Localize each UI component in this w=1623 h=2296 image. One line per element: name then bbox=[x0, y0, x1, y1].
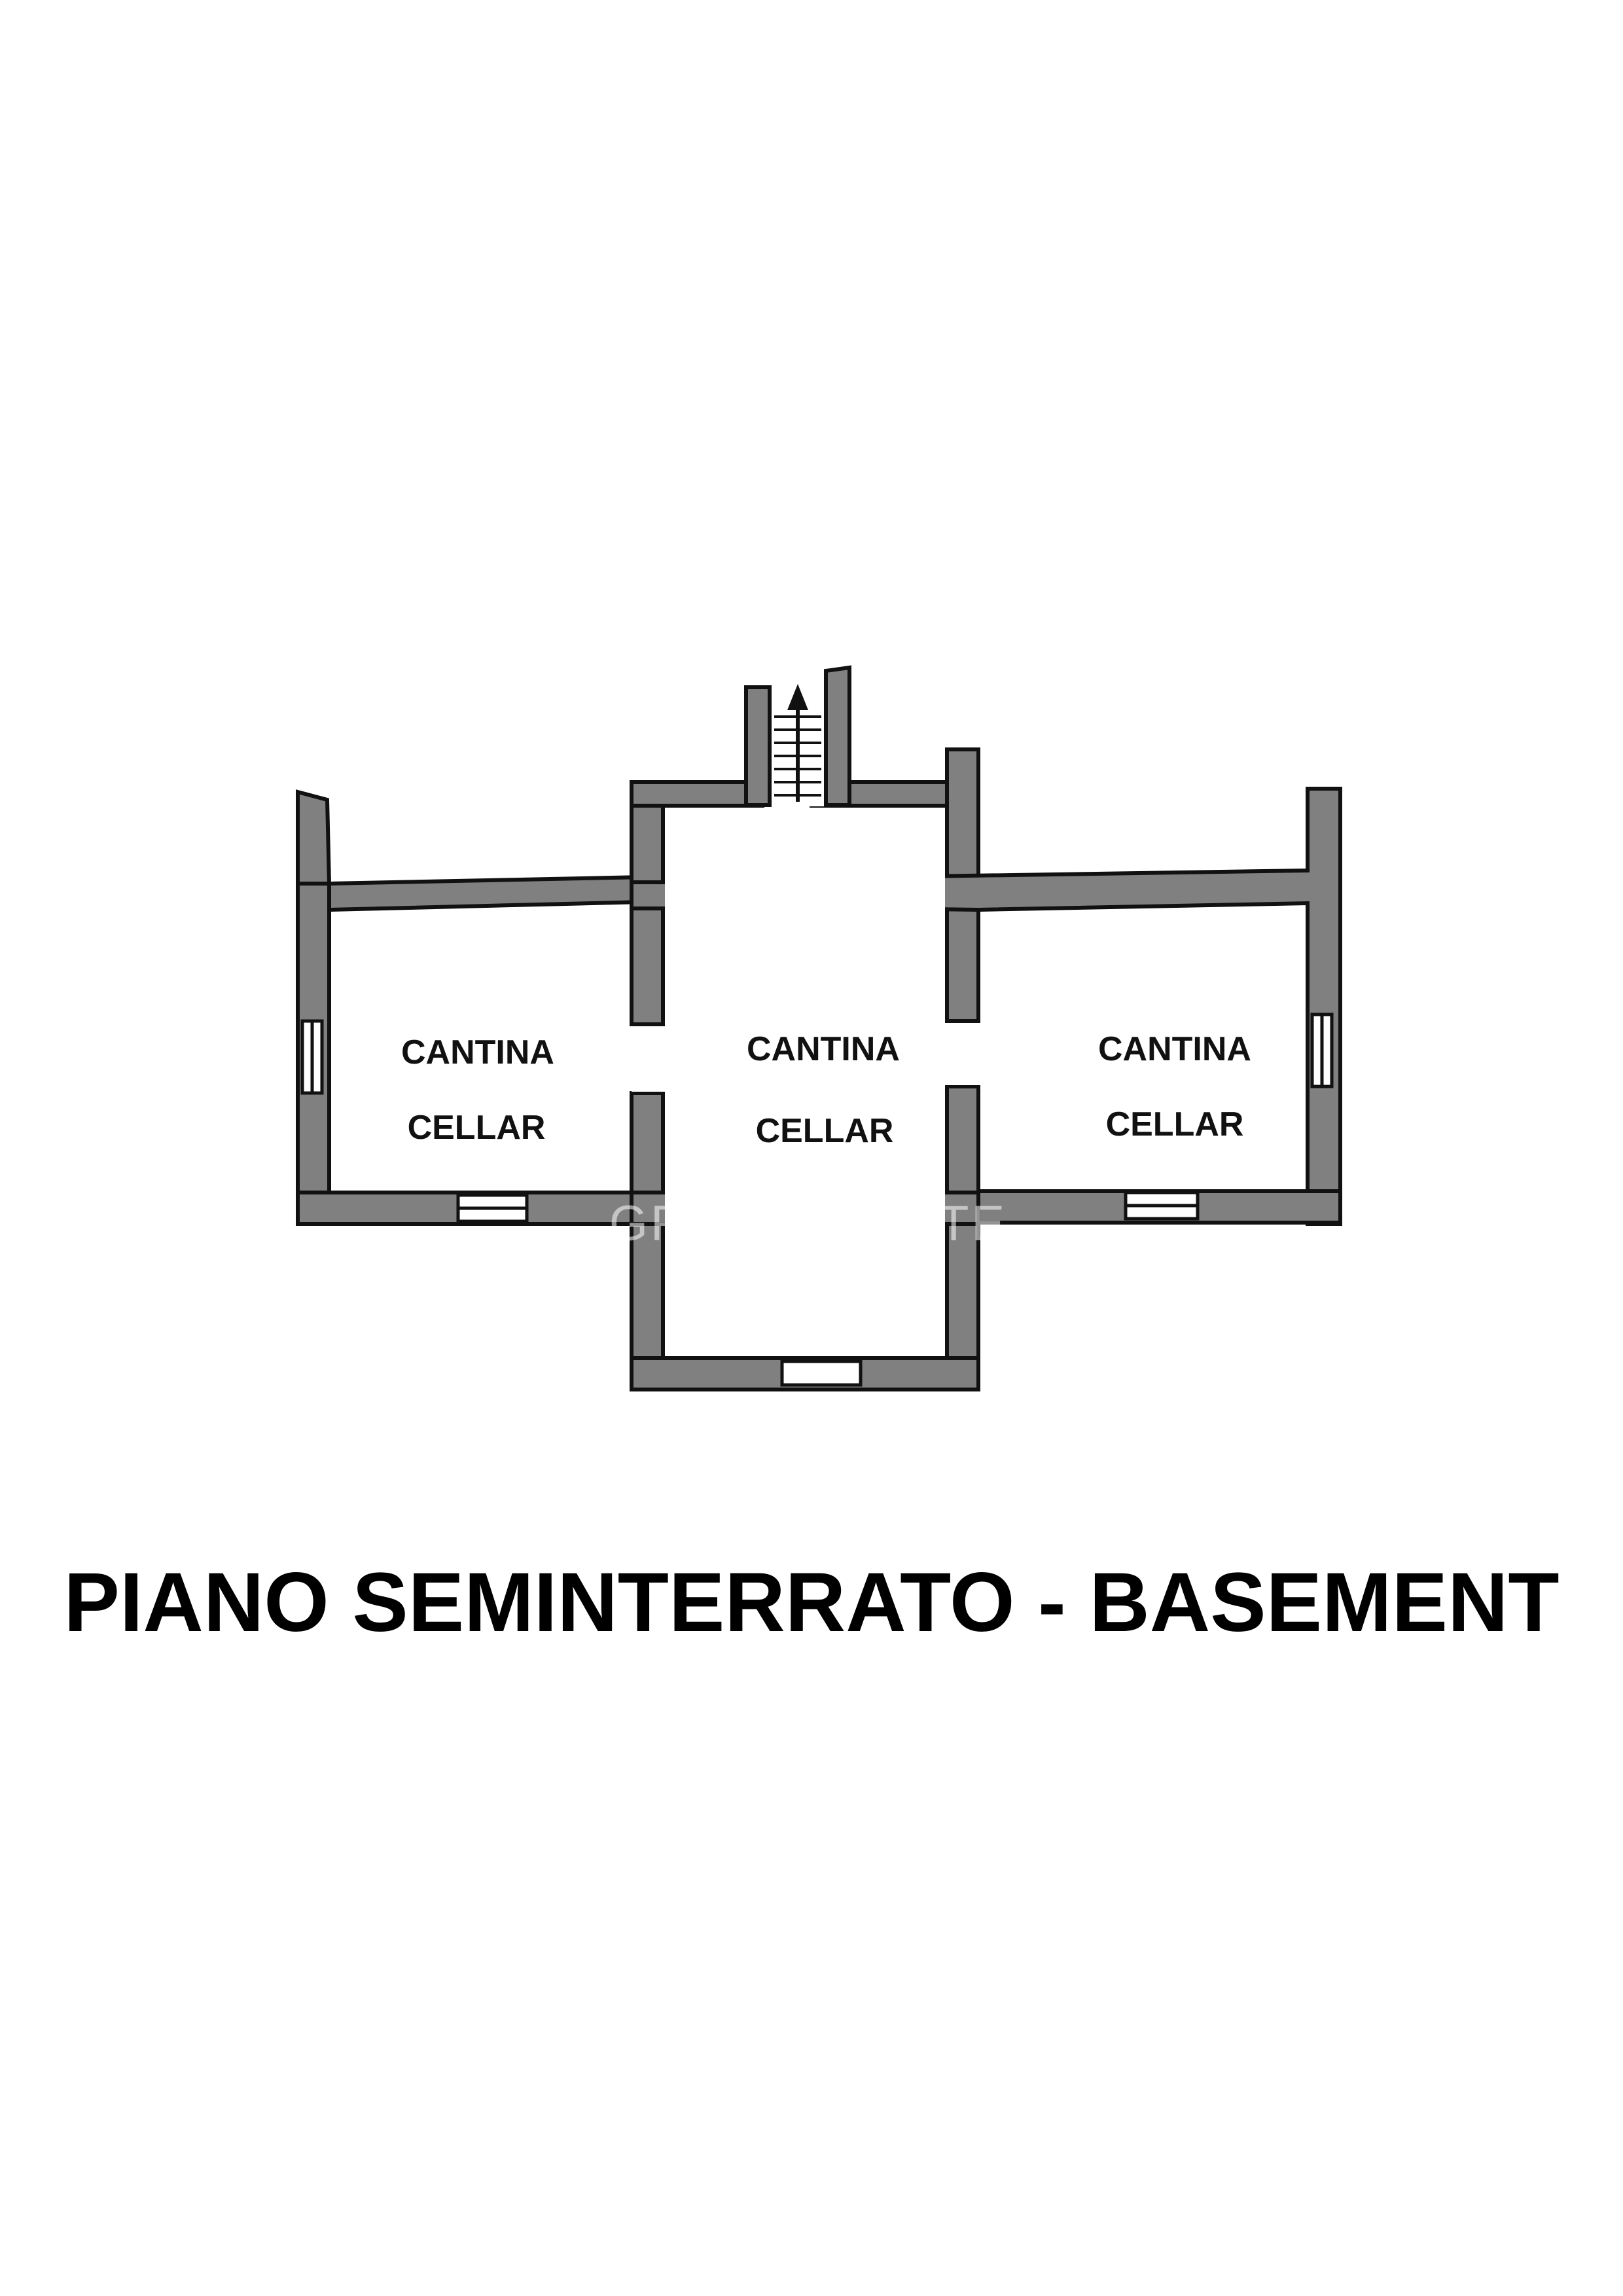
room-floors bbox=[331, 687, 1306, 1356]
wall-stair-left bbox=[744, 685, 772, 807]
watermark: GREAT ESTATE bbox=[609, 1196, 1007, 1251]
room-label-line1: CANTINA bbox=[1098, 1030, 1251, 1068]
window-icon bbox=[456, 1193, 529, 1223]
wall-center-top-left bbox=[630, 780, 764, 808]
room-label-line2: CELLAR bbox=[756, 1112, 894, 1150]
right-room-floor bbox=[980, 912, 1306, 1189]
window-icon bbox=[780, 1359, 863, 1387]
room-label-right: CANTINA CELLAR bbox=[1098, 1030, 1251, 1143]
room-label-line1: CANTINA bbox=[747, 1030, 900, 1068]
wall-center-lower-left bbox=[630, 1091, 665, 1390]
window-icon bbox=[1310, 1013, 1334, 1088]
door-right bbox=[945, 1023, 982, 1085]
room-label-center: CANTINA CELLAR bbox=[747, 1030, 900, 1150]
door-lower bbox=[780, 1191, 856, 1225]
stair-arrow-icon bbox=[787, 684, 808, 802]
door-upper bbox=[722, 881, 882, 910]
door-left bbox=[632, 1026, 666, 1092]
room-label-left: CANTINA CELLAR bbox=[401, 1033, 554, 1147]
wall-stair-right bbox=[824, 665, 851, 807]
room-label-line2: CELLAR bbox=[408, 1109, 546, 1147]
room-label-line1: CANTINA bbox=[401, 1033, 554, 1071]
left-room-floor bbox=[331, 913, 630, 1191]
window-icon bbox=[300, 1019, 324, 1095]
room-label-line2: CELLAR bbox=[1106, 1105, 1244, 1143]
windows bbox=[300, 1013, 1334, 1387]
window-icon bbox=[1124, 1191, 1200, 1221]
floor-plan-title: PIANO SEMINTERRATO - BASEMENT bbox=[63, 1556, 1560, 1649]
walls bbox=[296, 665, 1342, 1391]
wall-left-room-top bbox=[296, 789, 647, 912]
